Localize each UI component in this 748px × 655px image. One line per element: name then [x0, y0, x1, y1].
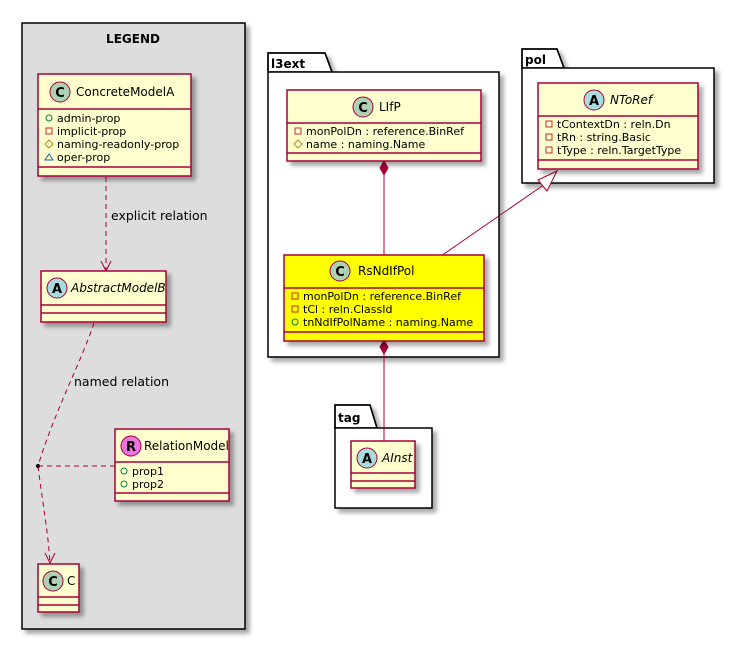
svg-text:C: C: [55, 86, 65, 101]
explicit-relation-label: explicit relation: [111, 208, 208, 223]
abstract-class-icon: [356, 447, 378, 469]
class-name: LIfP: [379, 100, 401, 114]
class-name: RsNdIfPol: [358, 264, 414, 278]
private-visibility-icon: [294, 127, 302, 135]
class-name: AInst: [381, 451, 414, 465]
attribute: tCl : reln.ClassId: [303, 303, 393, 316]
relation-class-icon: [120, 435, 142, 457]
package-name: l3ext: [271, 57, 305, 71]
attribute: tType : reln.TargetType: [557, 144, 681, 157]
class-rsndifpol[interactable]: C RsNdIfPol monPolDn : reference.BinRef …: [283, 254, 485, 342]
public-visibility-icon: [120, 480, 128, 488]
package-visibility-icon: [44, 153, 54, 161]
class-name: RelationModel: [144, 439, 229, 453]
named-relation-label: named relation: [74, 374, 169, 389]
svg-text:R: R: [126, 440, 136, 455]
protected-visibility-icon: [293, 139, 303, 149]
private-visibility-icon: [545, 120, 553, 128]
lifp-composition-rsndifpol: [379, 159, 389, 255]
attribute: tRn : string.Basic: [557, 131, 651, 144]
attribute: tContextDn : reln.Dn: [557, 118, 671, 131]
legend-target-class[interactable]: C C: [37, 563, 80, 613]
private-visibility-icon: [545, 146, 553, 154]
attribute: prop1: [132, 465, 164, 478]
class-ainst[interactable]: A AInst: [350, 440, 416, 489]
svg-text:A: A: [589, 94, 599, 109]
attribute: prop2: [132, 478, 164, 491]
private-visibility-icon: [545, 133, 553, 141]
public-visibility-icon: [45, 114, 53, 122]
package-name: tag: [338, 411, 360, 425]
private-visibility-icon: [45, 127, 53, 135]
svg-text:C: C: [335, 265, 345, 280]
class-ntoref[interactable]: A NToRef tContextDn : reln.Dn tRn : stri…: [537, 82, 699, 170]
legend-panel: LEGEND C ConcreteModelA admin-prop impli…: [21, 22, 246, 630]
legend-title: LEGEND: [106, 32, 160, 46]
rsndifpol-composition-ainst: [379, 338, 389, 441]
class-name: AbstractModelB: [70, 281, 166, 295]
attribute: monPolDn : reference.BinRef: [306, 125, 465, 138]
rsndifpol-generalization-ntoref: [440, 169, 559, 257]
named-relation-arrow: named relation: [36, 322, 169, 565]
concrete-class-icon: [42, 570, 64, 592]
class-name: NToRef: [610, 93, 654, 107]
abstract-class-icon: [583, 89, 605, 111]
legend-relation-class[interactable]: R RelationModel prop1 prop2: [114, 428, 230, 502]
attribute: implicit-prop: [57, 125, 126, 138]
legend-abstract-class[interactable]: A AbstractModelB: [40, 270, 167, 323]
attribute: admin-prop: [57, 112, 120, 125]
attribute: oper-prop: [57, 151, 110, 164]
class-name: C: [67, 574, 75, 588]
package-name: pol: [525, 53, 546, 67]
attribute: name : naming.Name: [306, 138, 426, 151]
attribute: monPolDn : reference.BinRef: [303, 290, 462, 303]
svg-text:C: C: [48, 575, 58, 590]
svg-text:A: A: [362, 452, 372, 467]
svg-text:C: C: [358, 101, 368, 116]
attribute: tnNdIfPolName : naming.Name: [303, 316, 473, 329]
public-visibility-icon: [120, 467, 128, 475]
protected-visibility-icon: [44, 139, 54, 149]
legend-concrete-class[interactable]: C ConcreteModelA admin-prop implicit-pro…: [37, 73, 192, 177]
attribute: naming-readonly-prop: [57, 138, 179, 151]
concrete-class-icon: [329, 260, 351, 282]
svg-text:A: A: [52, 282, 62, 297]
private-visibility-icon: [291, 292, 299, 300]
abstract-class-icon: [46, 277, 68, 299]
class-name: ConcreteModelA: [76, 85, 175, 99]
public-visibility-icon: [291, 318, 299, 326]
concrete-class-icon: [352, 96, 374, 118]
private-visibility-icon: [291, 305, 299, 313]
class-lifp[interactable]: C LIfP monPolDn : reference.BinRef name …: [286, 89, 482, 162]
concrete-class-icon: [49, 81, 71, 103]
